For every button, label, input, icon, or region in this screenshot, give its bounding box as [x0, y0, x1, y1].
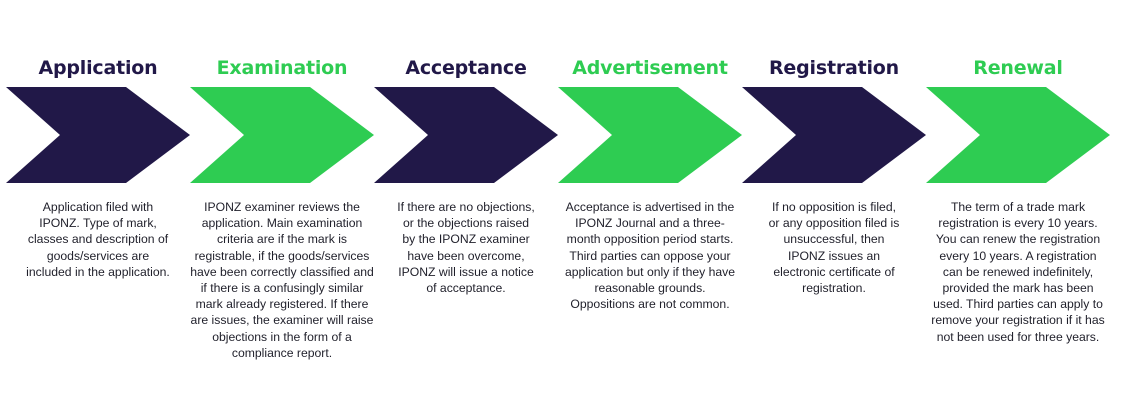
step-description-line: registration. [802, 281, 866, 296]
step-title: Examination [216, 57, 348, 79]
step-description-line: Application filed with [42, 200, 154, 214]
step-description-line: of acceptance. [426, 281, 506, 296]
step-description-line: have been overcome, [407, 248, 525, 263]
step-description-line: not been used for three years. [936, 329, 1100, 344]
step-description-line: If there are no objections, [397, 200, 535, 214]
step-title: Registration [769, 57, 899, 79]
step-description-line: remove your registration if it has [931, 313, 1105, 328]
chevron-arrow-icon [190, 87, 374, 183]
step-description-line: Acceptance is advertised in the [565, 200, 735, 214]
step-description-line: IPONZ Journal and a three- [575, 216, 725, 231]
step-description-line: registrable, if the goods/services [194, 248, 370, 263]
step-description-line: by the IPONZ examiner [402, 232, 530, 247]
step-description-line: IPONZ examiner reviews the [204, 200, 360, 214]
step-application: Application Application filed with IPONZ… [6, 0, 190, 403]
step-description-line: criteria are if the mark is [216, 232, 348, 247]
step-description: If there are no objections, or the objec… [374, 199, 558, 296]
step-description-line: reasonable grounds. [594, 281, 706, 296]
chevron-arrow-icon [558, 87, 742, 183]
step-description-line: or any opposition filed is [768, 216, 900, 231]
step-description-line: application but only if they have [564, 264, 736, 279]
step-description-line: Third parties can oppose your [569, 248, 731, 263]
step-description-line: can be renewed indefinitely, [942, 264, 1094, 279]
step-description-line: used. Third parties can apply to [933, 297, 1103, 312]
step-description-line: or the objections raised [402, 216, 529, 231]
step-description: IPONZ examiner reviews the application. … [190, 199, 374, 361]
step-title: Renewal [973, 57, 1063, 79]
step-description-line: mark already registered. If there [195, 297, 369, 312]
step-description: Application filed with IPONZ. Type of ma… [6, 199, 190, 280]
step-description: Acceptance is advertised in the IPONZ Jo… [558, 199, 742, 312]
step-description-line: electronic certificate of [773, 264, 895, 279]
step-renewal: Renewal The term of a trade mark registr… [926, 0, 1110, 403]
step-description: The term of a trade mark registration is… [926, 199, 1110, 345]
step-description: If no opposition is filed, or any opposi… [742, 199, 926, 296]
step-advertisement: Advertisement Acceptance is advertised i… [558, 0, 742, 403]
step-description-line: The term of a trade mark [950, 200, 1086, 214]
step-acceptance: Acceptance If there are no objections, o… [374, 0, 558, 403]
step-description-line: month opposition period starts. [566, 232, 734, 247]
step-description-line: provided the mark has been [942, 281, 1094, 296]
step-description-line: You can renew the registration [935, 232, 1101, 247]
chevron-arrow-icon [742, 87, 926, 183]
step-registration: Registration If no opposition is filed, … [742, 0, 926, 403]
step-title: Advertisement [572, 57, 728, 79]
chevron-arrow-icon [926, 87, 1110, 183]
step-description-line: IPONZ issues an [787, 248, 881, 263]
step-description-line: have been correctly classified and [190, 264, 374, 279]
step-description-line: Oppositions are not common. [570, 297, 730, 312]
step-description-line: IPONZ will issue a notice [398, 264, 534, 279]
step-description-line: registration is every 10 years. [938, 216, 1098, 231]
step-description-line: compliance report. [231, 345, 333, 360]
step-description-line: objections in the form of a [212, 329, 352, 344]
step-description-line: if there is a confusingly similar [200, 281, 364, 296]
step-description-line: application. Main examination [201, 216, 363, 231]
step-description-line: IPONZ. Type of mark, [39, 216, 157, 231]
step-description-line: are issues, the examiner will raise [190, 313, 374, 328]
chevron-arrow-icon [6, 87, 190, 183]
step-title: Application [38, 57, 158, 79]
step-description-line: included in the application. [26, 264, 170, 279]
step-description-line: classes and description of [27, 232, 169, 247]
step-title: Acceptance [405, 57, 527, 79]
step-description-line: every 10 years. A registration [939, 248, 1097, 263]
step-examination: Examination IPONZ examiner reviews the a… [190, 0, 374, 403]
step-description-line: unsuccessful, then [783, 232, 885, 247]
step-description-line: If no opposition is filed, [772, 200, 896, 214]
chevron-arrow-icon [374, 87, 558, 183]
step-description-line: goods/services are [46, 248, 150, 263]
